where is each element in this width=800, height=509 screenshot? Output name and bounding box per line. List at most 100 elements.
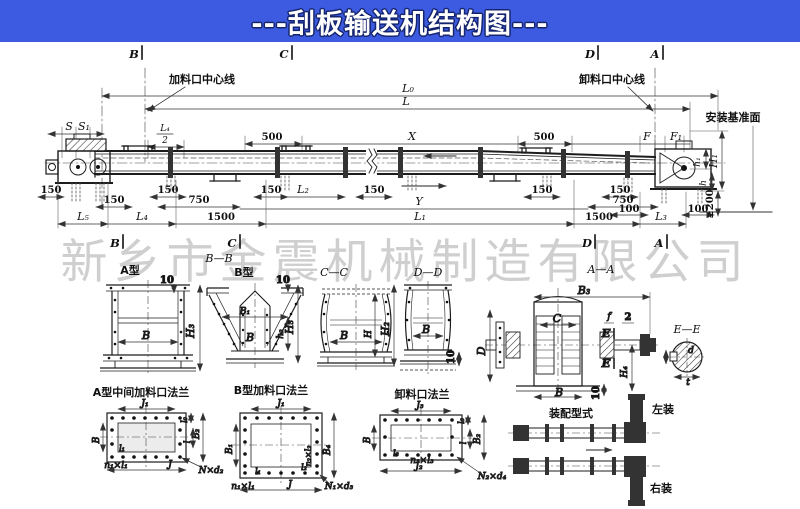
assembly-left-install: 左装 (508, 394, 674, 443)
aa-dim-H4: H₄ (620, 366, 630, 379)
v2-dim-H3: H₃ (283, 320, 296, 335)
dim-750-1: 750 (189, 195, 210, 206)
flange1-dim-J1: J₁ (139, 399, 148, 409)
dim-row-3: 100 100 (609, 204, 715, 218)
dim-row-1: 150 150 150 L₂ 150 150 150 (37, 183, 639, 200)
feed-centerline-label: 加料口中心线 (168, 72, 235, 86)
section-marker-a-bottom: A (654, 236, 664, 250)
tail-unit (650, 140, 717, 206)
dim-row-2: 150 750 Y 750 (95, 195, 659, 210)
flange3-dim-l3: l₃ (393, 449, 399, 458)
v3-dim-H2: H₂ (379, 322, 392, 337)
flange1-dim-J: J (166, 460, 173, 470)
section-title-cc: C—C (320, 266, 348, 279)
flange1-dim-B: B (92, 436, 102, 444)
section-view-dd: B 10 (400, 281, 462, 375)
dim-1500-1: 1500 (207, 212, 235, 223)
aa-dim-B: B (554, 386, 563, 399)
flange2-title: B型加料口法兰 (234, 383, 308, 397)
section-title-ee: E—E (672, 323, 700, 336)
aa-section-marker-e-top: E (601, 326, 611, 340)
dim-X: X (407, 130, 417, 143)
datum-plane-label: 安装基准面 (706, 110, 761, 124)
aa-section-marker-e-bottom: E (601, 356, 611, 370)
flange-details: A型中间加料口法兰 B型加料口法兰 卸料口法兰 J₁ l₀ B₂ (92, 383, 508, 493)
section-view-bb-type-b: B₁ B h₂ H₃ 10 (206, 275, 304, 368)
flange2-dim-n2l2: n₂×l₂ (304, 446, 313, 467)
flange3-view: J₃ l₀ B₂ B l l₃ n₃×l₃ J₂ N₂×d₄ (363, 401, 508, 483)
dim-150-7: 150 (104, 195, 125, 206)
v2-dim-h2: h₂ (276, 329, 286, 339)
flange3-dim-n3l3: n₃×l₃ (410, 456, 434, 466)
v4-dim-10: 10 (446, 350, 457, 364)
dim-1500-2: 1500 (585, 212, 613, 223)
aa-dim-2: 2 (625, 312, 632, 323)
section-title-type-a: A型 (120, 263, 140, 277)
v1-dim-B: B (141, 329, 150, 342)
dim-L3: L₃ (654, 210, 667, 223)
aa-dim-10: 10 (591, 386, 602, 400)
ee-dim-d: d (688, 346, 694, 356)
dim-L2: L₂ (296, 183, 309, 196)
dim-150-2: 150 (158, 185, 179, 196)
dim-H1: H₁ (707, 154, 720, 169)
aa-dim-B3: B₃ (577, 284, 591, 297)
v2-dim-B: B (245, 331, 254, 344)
flange3-dim-J2: J₂ (413, 462, 423, 472)
dim-150-3: 150 (261, 185, 282, 196)
flange2-dim-B4: B₄ (323, 445, 333, 457)
dim-150-1: 150 (41, 185, 62, 196)
dim-L0: L₀ (401, 82, 414, 95)
assembly-title: 装配型式 (548, 406, 593, 420)
section-title-dd: D—D (413, 266, 443, 279)
head-drive-unit (45, 133, 113, 202)
flange1-dim-n1l1: n₁×l₁ (104, 461, 127, 471)
dim-500-right: 500 (534, 132, 555, 143)
dim-L4-half-den: 2 (161, 136, 168, 146)
flange2-dim-B1: B₁ (225, 444, 235, 455)
section-marker-b-bottom: B (109, 236, 120, 250)
conveyor-trough (94, 145, 657, 195)
v2-dim-B1: B₁ (239, 307, 250, 317)
flange2-dim-l2: l₂ (301, 463, 307, 472)
section-title-bb: B—B (204, 252, 232, 265)
dim-S1: S₁ (78, 120, 90, 133)
section-marker-c-bottom: C (227, 236, 237, 250)
v1-dim-10: 10 (160, 275, 174, 286)
dim-S: S (65, 120, 73, 133)
dim-L: L (401, 95, 409, 108)
page-title: ---刮板输送机结构图--- (251, 8, 549, 40)
flange2-dim-J1: J₁ (275, 399, 284, 409)
dim-L4-half-num: L₄ (159, 124, 170, 134)
right-vertical-dims: h₁ H₁ h ≥200 (689, 130, 729, 219)
section-view-bb-type-a: B H₃ 10 (100, 275, 203, 376)
flange1-dim-B2: B₂ (192, 429, 202, 441)
flange1-dim-Nd2: N×d₂ (198, 466, 224, 476)
v2-dim-10: 10 (276, 275, 290, 286)
dim-750-2: 750 (613, 195, 634, 206)
company-watermark: 新乡市金震机械制造有限公司 (61, 235, 750, 290)
dim-L4: L₄ (135, 210, 148, 223)
flange3-dim-l0: l₀ (457, 417, 466, 424)
section-title-aa: A—A (587, 263, 615, 276)
v1-dim-H3: H₃ (184, 324, 197, 339)
section-views: A型 B—B B型 C—C D—D A—A E—E (100, 252, 704, 400)
section-marker-d-bottom: D (581, 236, 592, 250)
dim-ge200: ≥200 (705, 189, 716, 218)
main-side-view: B C D A B C D A 加料口中心线 卸料口中心线 (37, 45, 773, 250)
dim-150-4: 150 (364, 185, 385, 196)
dim-row-4: L₅ L₄ 1500 L₁ 1500 L₃ (57, 179, 687, 229)
aa-dim-D: D (475, 346, 488, 356)
section-marker-b-top: B (128, 47, 139, 61)
section-title-type-b: B型 (234, 265, 253, 279)
left-install-label: 左装 (651, 402, 674, 416)
flange3-dim-B2: B₂ (473, 434, 483, 446)
dim-L1: L₁ (413, 210, 426, 223)
dim-500-left: 500 (262, 132, 283, 143)
dim-h1: h₁ (693, 157, 703, 166)
flange3-dim-l: l (459, 441, 468, 444)
dim-100-1: 100 (619, 204, 640, 215)
section-marker-c-top: C (279, 47, 289, 61)
flange2-view: J₁ B₁ B₄ n₂×l₂ l₂ l₁ n₁×l₁ J N₁×d₃ (225, 399, 354, 493)
